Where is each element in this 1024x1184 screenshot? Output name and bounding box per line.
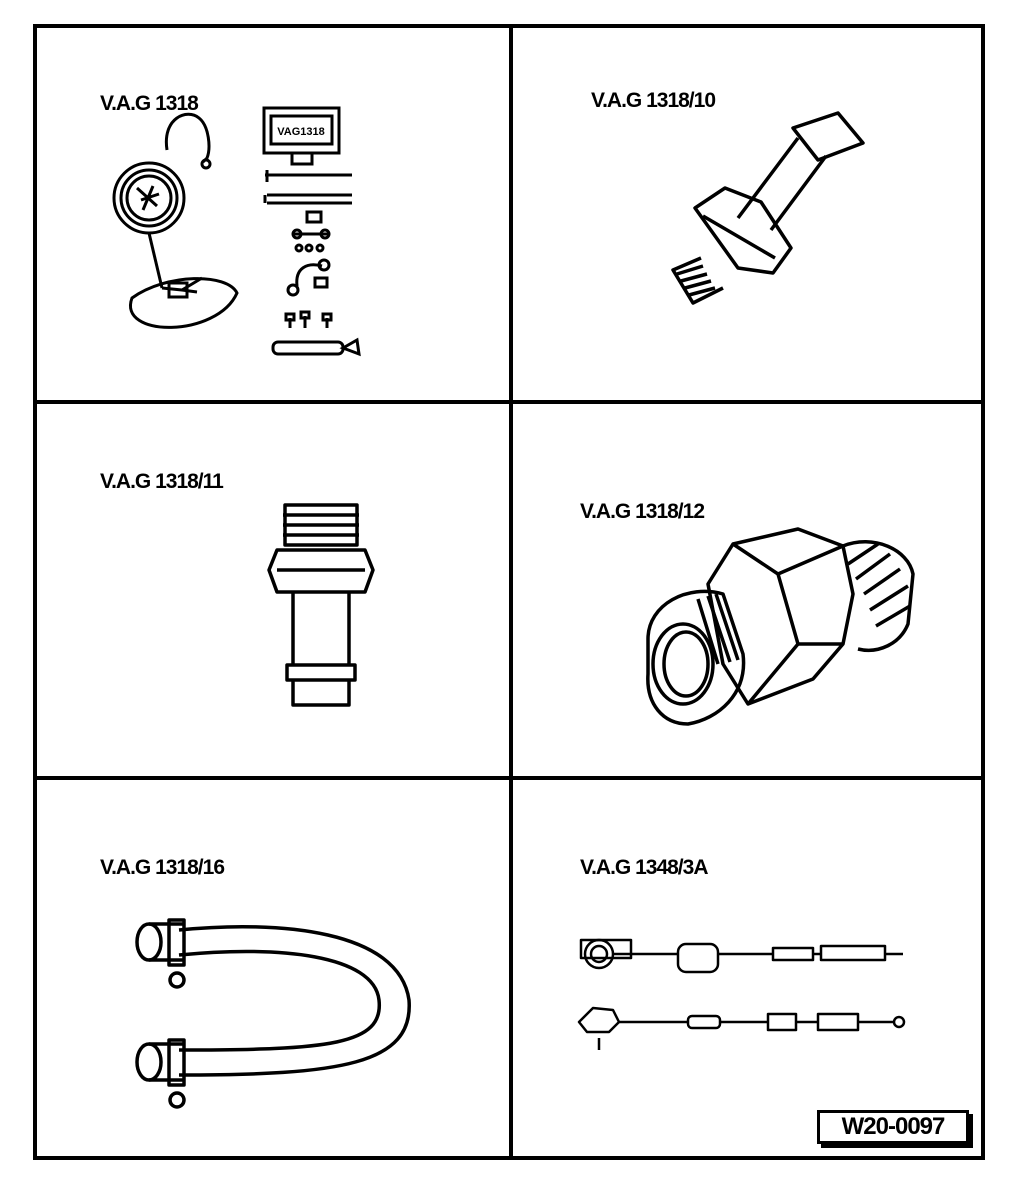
panel-vag-1348-3a: V.A.G 1348/3A	[513, 780, 981, 1156]
hex-hose-nipple-icon	[265, 500, 377, 710]
panel-label: V.A.G 1318/10	[591, 89, 716, 112]
panel-vag-1318-16: V.A.G 1318/16	[37, 780, 509, 1156]
cable-set-icon	[573, 930, 933, 1050]
panel-vag-1318-11: V.A.G 1318/11	[37, 404, 509, 776]
panel-label: V.A.G 1348/3A	[580, 856, 708, 879]
grid-divider-vertical	[509, 28, 513, 1156]
panel-label: V.A.G 1318/11	[100, 470, 224, 493]
grid-divider-row2	[37, 776, 981, 780]
threaded-hose-adapter-icon	[663, 98, 878, 303]
figure-code: W20-0097	[841, 1113, 946, 1140]
grid-divider-row1	[37, 400, 981, 404]
double-thread-union-icon	[638, 524, 918, 734]
panel-label: V.A.G 1318/16	[100, 856, 225, 879]
pressure-gauge-kit-icon: VAG1318	[107, 78, 407, 348]
kit-case-label: VAG1318	[277, 126, 325, 138]
panel-label: V.A.G 1318	[100, 92, 199, 115]
panel-vag-1318-12: V.A.G 1318/12	[513, 404, 981, 776]
u-hose-icon	[129, 900, 429, 1110]
figure-code-badge: W20-0097	[817, 1110, 969, 1144]
tool-chart-sheet: V.A.G 1318	[33, 24, 985, 1160]
panel-vag-1318: V.A.G 1318	[37, 28, 509, 400]
panel-vag-1318-10: V.A.G 1318/10	[513, 28, 981, 400]
panel-label: V.A.G 1318/12	[580, 500, 705, 523]
